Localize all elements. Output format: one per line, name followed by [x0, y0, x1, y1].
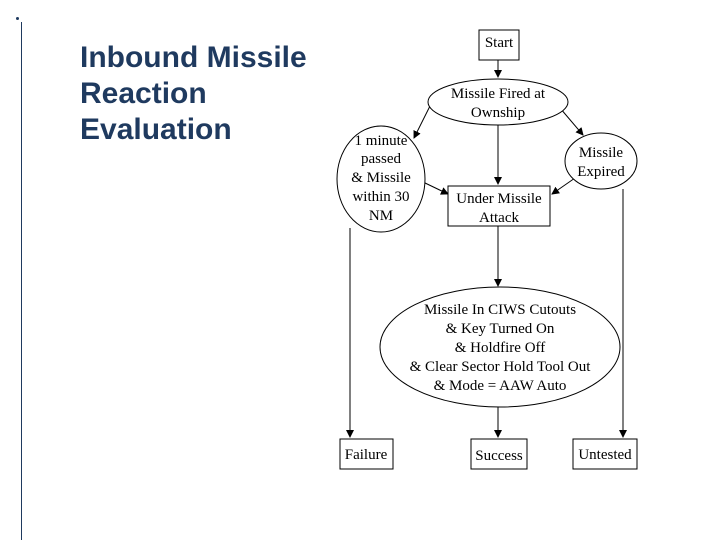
node-missile-fired-label: Ownship: [471, 105, 525, 121]
node-one-minute-label: NM: [369, 208, 393, 224]
node-success-label: Success: [475, 448, 523, 464]
node-success: Success: [470, 438, 528, 470]
node-ciws-label: & Mode = AAW Auto: [434, 378, 567, 394]
node-missile-expired-label: Expired: [577, 164, 625, 180]
node-one-minute-label: passed: [361, 151, 401, 167]
node-ciws-label: Missile In CIWS Cutouts: [424, 302, 576, 318]
slide-title: Inbound Missile Reaction Evaluation: [80, 40, 360, 148]
title-line: Reaction: [80, 77, 207, 110]
node-one-minute: 1 minute passed & Missile within 30 NM: [336, 125, 426, 233]
node-ciws-label: & Holdfire Off: [455, 340, 546, 356]
node-one-minute-label: 1 minute: [355, 133, 408, 149]
node-missile-fired-label: Missile Fired at: [451, 86, 546, 102]
node-under-attack-label: Under Missile: [456, 191, 542, 207]
node-ciws-label: & Clear Sector Hold Tool Out: [410, 359, 592, 375]
edge-expired-to-attack: [551, 177, 576, 195]
node-ciws-conditions: Missile In CIWS Cutouts & Key Turned On …: [379, 286, 621, 408]
node-ciws-label: & Key Turned On: [446, 321, 555, 337]
node-missile-fired: Missile Fired at Ownship: [427, 78, 569, 126]
edge-oneminute-to-attack: [422, 181, 449, 195]
title-line: Inbound Missile: [80, 41, 307, 74]
node-start: Start: [478, 29, 520, 61]
node-untested-label: Untested: [578, 447, 632, 463]
node-one-minute-label: & Missile: [351, 170, 411, 186]
node-start-label: Start: [485, 35, 514, 51]
node-untested: Untested: [572, 438, 638, 470]
node-missile-expired: Missile Expired: [564, 132, 638, 190]
diagram-edges: [346, 60, 627, 438]
edge-fired-to-expired: [559, 107, 584, 136]
slide-side-rule: [21, 22, 22, 540]
slide-bullet-dot: [16, 17, 19, 20]
node-failure-label: Failure: [345, 447, 388, 463]
node-missile-expired-label: Missile: [579, 145, 624, 161]
node-under-attack-label: Attack: [479, 210, 519, 226]
edge-fired-to-oneminute: [413, 101, 433, 139]
title-line: Evaluation: [80, 113, 232, 146]
node-failure: Failure: [339, 438, 394, 470]
node-one-minute-label: within 30: [352, 189, 409, 205]
node-under-attack: Under Missile Attack: [447, 185, 551, 227]
